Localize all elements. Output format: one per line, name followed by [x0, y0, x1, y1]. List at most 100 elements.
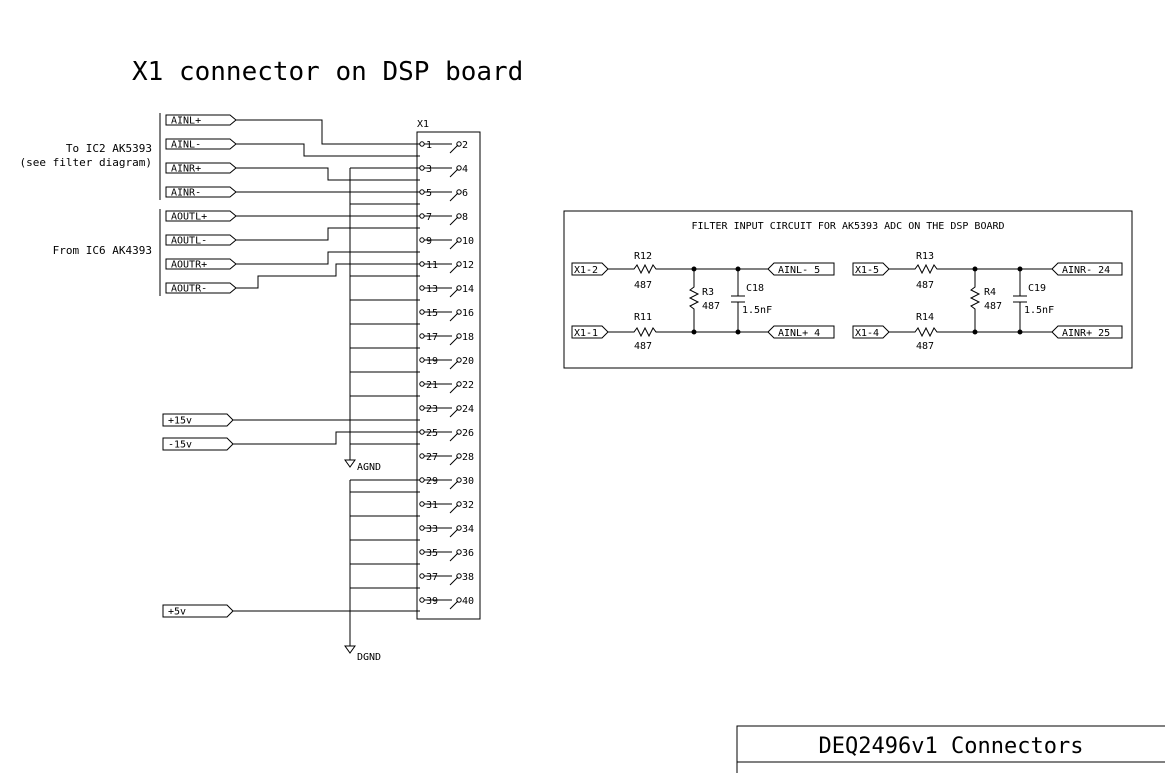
pin-number: 26: [462, 428, 474, 439]
pin-row-9: 9 10: [419, 236, 474, 250]
pin-row-17: 17 18: [419, 332, 474, 346]
pin-number: 40: [462, 596, 474, 607]
port-label: AOUTR+: [171, 260, 207, 271]
capacitor-value: 1.5nF: [742, 305, 772, 316]
capacitor-value: 1.5nF: [1024, 305, 1054, 316]
pin-row-25: 25 26: [419, 428, 474, 442]
resistor-r3: [688, 269, 700, 332]
resistor-value: 487: [634, 280, 652, 291]
resistor-label: R4: [984, 287, 996, 298]
output-port-ainl-minus: [767, 262, 835, 276]
dgnd-bus: [349, 479, 420, 646]
port-label: AINR+ 25: [1062, 328, 1110, 339]
connector-ref: X1: [417, 119, 429, 130]
port-label: X1-1: [574, 328, 598, 339]
port-minus15v: -15v: [162, 437, 234, 451]
capacitor-label: C18: [746, 283, 764, 294]
filter-circuit-box: [563, 210, 1133, 369]
pin-number: 15: [426, 308, 438, 319]
port-label: X1-2: [574, 265, 598, 276]
pin-row-5: 5 6: [419, 188, 468, 202]
input-port-x1-4: [852, 325, 890, 339]
resistor-label: R3: [702, 287, 714, 298]
pin-number: 11: [426, 260, 438, 271]
output-port-ainr-plus: [1051, 325, 1123, 339]
pin-number: 10: [462, 236, 474, 247]
pin-number: 29: [426, 476, 438, 487]
resistor-r14: [889, 326, 975, 338]
connector-body: [416, 131, 481, 620]
pin-number: 3: [426, 164, 432, 175]
pin-row-1: 1 2: [419, 140, 468, 154]
pin-number: 17: [426, 332, 438, 343]
pin-number: 25: [426, 428, 438, 439]
pin-number: 35: [426, 548, 438, 559]
pin-row-39: 39 40: [419, 596, 474, 610]
pin-row-27: 27 28: [419, 452, 474, 466]
pin-number: 33: [426, 524, 438, 535]
port-aoutl-plus: AOUTL+: [165, 210, 237, 223]
input-port-x1-5: [852, 262, 890, 276]
pin-number: 14: [462, 284, 474, 295]
resistor-r11: [608, 326, 694, 338]
port-label: AINR- 24: [1062, 265, 1110, 276]
port-aoutr-plus: AOUTR+: [165, 258, 237, 271]
resistor-r13: [889, 263, 975, 275]
pin-row-7: 7 8: [419, 212, 468, 226]
input-port-x1-2: [571, 262, 609, 276]
port-label: AINL-: [171, 140, 201, 151]
pin-number: 20: [462, 356, 474, 367]
pin-number: 27: [426, 452, 438, 463]
pin-number: 34: [462, 524, 474, 535]
resistor-r12: [608, 263, 694, 275]
port-label: -15v: [168, 440, 192, 451]
pin-number: 6: [462, 188, 468, 199]
pin-number: 30: [462, 476, 474, 487]
port-label: X1-5: [855, 265, 879, 276]
aout-group-note: From IC6 AK4393: [53, 244, 152, 257]
pin-number: 28: [462, 452, 474, 463]
pin-row-35: 35 36: [419, 548, 474, 562]
title-block-title: DEQ2496v1 Connectors: [819, 734, 1084, 759]
agnd-bus: [349, 167, 420, 460]
port-label: +15v: [168, 416, 192, 427]
pin-row-11: 11 12: [419, 260, 474, 274]
port-label: AOUTL-: [171, 236, 207, 247]
agnd-symbol: [344, 459, 356, 468]
resistor-label: R13: [916, 251, 934, 262]
pin-number: 19: [426, 356, 438, 367]
pin-number: 32: [462, 500, 474, 511]
signal-wires: [233, 119, 420, 612]
pin-number: 21: [426, 380, 438, 391]
port-ainl-plus: AINL+: [165, 114, 237, 127]
pin-number: 39: [426, 596, 438, 607]
pin-row-33: 33 34: [419, 524, 474, 538]
resistor-value: 487: [916, 280, 934, 291]
pin-number: 18: [462, 332, 474, 343]
port-label: AINR+: [171, 164, 201, 175]
filter-section-left: X1-2 X1-1 R12 487 R11 487 R3 487: [571, 251, 835, 352]
pin-number: 23: [426, 404, 438, 415]
port-aoutr-minus: AOUTR-: [165, 282, 237, 295]
pin-row-3: 3 4: [419, 164, 468, 178]
capacitor-c19: [1013, 269, 1027, 332]
pin-number: 13: [426, 284, 438, 295]
ain-group-note-line1: To IC2 AK5393: [66, 142, 152, 155]
pin-number: 1: [426, 140, 432, 151]
dgnd-label: DGND: [357, 652, 381, 663]
output-port-ainr-minus: [1051, 262, 1123, 276]
ain-group-note-line2: (see filter diagram): [20, 156, 152, 169]
port-label: AINR-: [171, 188, 201, 199]
port-label: X1-4: [855, 328, 879, 339]
resistor-label: R14: [916, 312, 934, 323]
agnd-label: AGND: [357, 462, 381, 473]
resistor-value: 487: [702, 301, 720, 312]
title-block: [736, 725, 1165, 773]
pin-number: 16: [462, 308, 474, 319]
port-label: +5v: [168, 607, 186, 618]
port-plus5v: +5v: [162, 604, 234, 618]
pin-row-29: 29 30: [419, 476, 474, 490]
port-label: AINL- 5: [778, 265, 820, 276]
port-ainr-minus: AINR-: [165, 186, 237, 199]
